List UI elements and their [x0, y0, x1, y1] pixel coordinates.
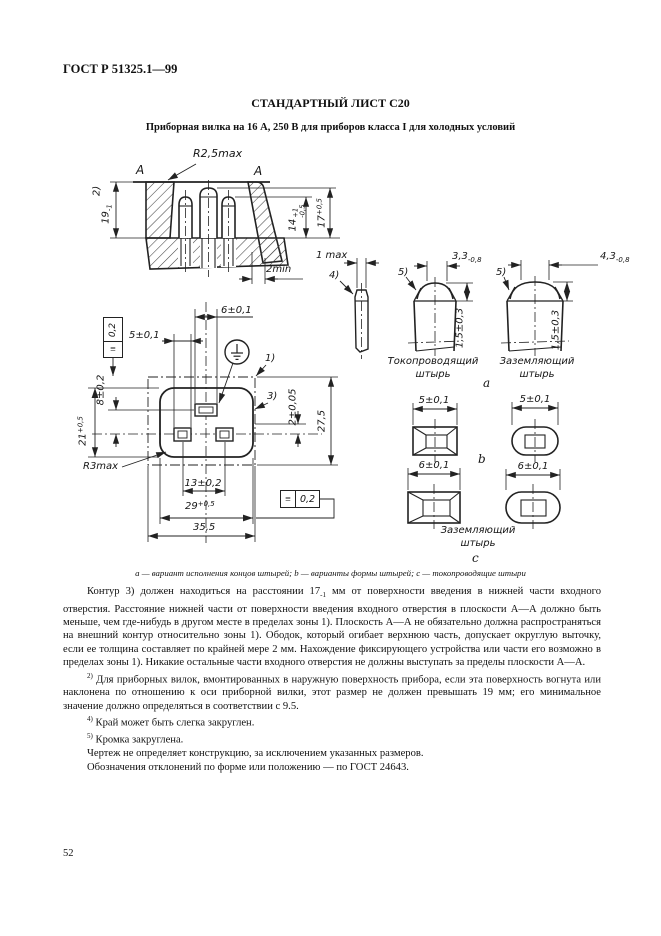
paragraph-text: Кромка закруглена.	[95, 734, 184, 746]
dim-variant-c-right: 6±0,1	[517, 461, 549, 472]
dim-sup: +0,5	[197, 500, 215, 508]
body-paragraph-3: 4) Край может быть слегка закруглен.	[63, 713, 601, 730]
earth-pin-caption-line2: штырь	[519, 369, 555, 380]
body-paragraph-5: Чертеж не определяет конструкцию, за иск…	[87, 748, 424, 760]
dim-sub: -0,5	[298, 204, 307, 218]
dim-earth-pin-length: 17+0,5	[315, 198, 328, 228]
paragraph-text: Край может быть слегка закруглен.	[95, 717, 255, 729]
footnote-marker: 5)	[87, 732, 93, 741]
earth-slot	[194, 403, 218, 417]
section-view	[110, 163, 340, 284]
dim-pin-pitch: 13±0,2	[184, 478, 222, 489]
body-paragraph-6: Обозначения отклонений по форме или поло…	[87, 761, 409, 773]
variant-a-letter: а	[483, 376, 491, 390]
variant-c-letter: с	[472, 551, 479, 565]
body-paragraph-1: Контур 3) должен находиться на расстояни…	[63, 585, 601, 670]
figure-caption: а — вариант исполнения концов штырей; b …	[135, 568, 526, 578]
variant-b-letter: b	[478, 452, 486, 466]
symmetry-tolerance-icon: ≡	[281, 491, 296, 507]
paragraph-text: мм от поверхности введения в нижней част…	[63, 586, 602, 669]
dim-base: 21	[77, 433, 89, 446]
sheet-title: СТАНДАРТНЫЙ ЛИСТ С20	[251, 96, 410, 110]
dim-face-width: 29+0,5	[185, 500, 215, 512]
earth-symbol-icon	[218, 339, 250, 404]
dim-sub: -1	[105, 204, 113, 212]
footnote-5-ref: 5)	[398, 267, 409, 278]
dim-sub: -0,8	[467, 255, 482, 264]
dim-earth-tip-width: 4,3-0,8	[600, 251, 630, 264]
tolerance-value-text: 0,2	[107, 322, 118, 337]
front-view	[88, 302, 338, 543]
zone-callout: 1)	[265, 353, 276, 364]
dim-base: 3,3	[452, 251, 468, 262]
power-pin-caption: Токопроводящий	[387, 356, 479, 367]
dim-earth-slot-width: 6±0,1	[221, 305, 252, 316]
power-pin-caption-line2: штырь	[415, 369, 451, 380]
inline-subscript: -1	[320, 591, 326, 600]
dim-wall-min: 2min	[266, 264, 292, 275]
dim-zone-width: 35,5	[193, 522, 216, 533]
footnote-5-ref: 5)	[496, 267, 507, 278]
dim-power-pin-length: 14+1-0,5	[288, 205, 307, 232]
dim-sup: +0,5	[76, 416, 85, 434]
variant-b-views	[412, 402, 559, 462]
dim-variant-b-right: 5±0,1	[519, 394, 551, 405]
dim-earth-axis-offset: 8±0,2	[95, 374, 107, 406]
paragraph-text: Контур 3) должен находиться на расстояни…	[87, 586, 321, 597]
body-text: Контур 3) должен находиться на расстояни…	[63, 585, 601, 774]
doc-number: ГОСТ Р 51325.1—99	[63, 62, 178, 76]
page-number: 52	[63, 848, 74, 859]
variant-c-views	[407, 468, 561, 529]
footnote-2-ref: 2)	[91, 185, 103, 197]
dim-radius-note: R2,5max	[193, 147, 243, 160]
body-paragraph-4: 5) Кромка закруглена.	[63, 730, 601, 747]
tolerance-frame-bottom: ≡ 0,2	[280, 490, 320, 508]
dim-tip-width-max: 1 max	[316, 250, 348, 261]
plug-face-contour	[159, 387, 254, 458]
dim-base: 14	[287, 218, 299, 232]
dim-tolerance-stack: +1-0,5	[292, 204, 307, 218]
variant-c-caption-line2: штырь	[460, 538, 496, 549]
dim-power-tip-height: 1,5±0,3	[454, 307, 466, 349]
power-slot-right	[215, 427, 234, 442]
dim-corner-radius: R3max	[83, 461, 119, 472]
dim-base: 19	[100, 211, 112, 224]
dim-cavity-depth: 19-1	[100, 204, 114, 224]
variant-a-views	[405, 260, 598, 356]
contour-callout: 3)	[267, 391, 278, 402]
tip-detail	[339, 258, 379, 359]
tolerance-frame-left: 0,2 ≡	[103, 317, 123, 358]
footnote-4-ref: 4)	[329, 270, 340, 281]
tolerance-value: 0,2	[299, 493, 316, 505]
symmetry-tolerance-icon: ≡	[110, 344, 116, 355]
dim-base: 4,3	[600, 251, 616, 262]
zone-1-contour	[147, 376, 256, 466]
dim-base: 17	[316, 215, 328, 228]
dim-variant-b-left: 5±0,1	[418, 395, 450, 406]
dim-sup: +0,5	[315, 198, 324, 216]
dim-pin-axis-offset: 2±0,05	[287, 388, 299, 426]
paragraph-text: Для приборных вилок, вмонтированных в на…	[63, 674, 601, 712]
body-paragraph-2: 2) Для приборных вилок, вмонтированных в…	[63, 670, 601, 714]
dim-face-height: 21+0,5	[76, 416, 89, 446]
dim-sub: -0,8	[615, 255, 630, 264]
dim-power-tip-width: 3,3-0,8	[452, 251, 482, 264]
dim-variant-c-left: 6±0,1	[418, 460, 450, 471]
dim-base: 29	[185, 501, 198, 512]
variant-c-caption: Заземляющий	[440, 525, 516, 536]
left-wall-hatched	[145, 181, 175, 239]
sheet-subtitle: Приборная вилка на 16 А, 250 В для прибо…	[145, 122, 516, 133]
tolerance-value: 0,2	[104, 318, 122, 342]
dim-zone-height: 27,5	[316, 409, 328, 433]
power-slot-left	[173, 427, 192, 442]
cut-plane-label-left: А	[136, 163, 145, 177]
dim-power-slot-width: 5±0,1	[129, 330, 160, 341]
cut-plane-label-right: А	[254, 164, 263, 178]
footnote-marker: 4)	[87, 715, 93, 724]
dim-earth-tip-height: 1,5±0,3	[550, 309, 562, 351]
footnote-marker: 2)	[87, 671, 93, 680]
earth-pin-caption: Заземляющий	[499, 356, 575, 367]
